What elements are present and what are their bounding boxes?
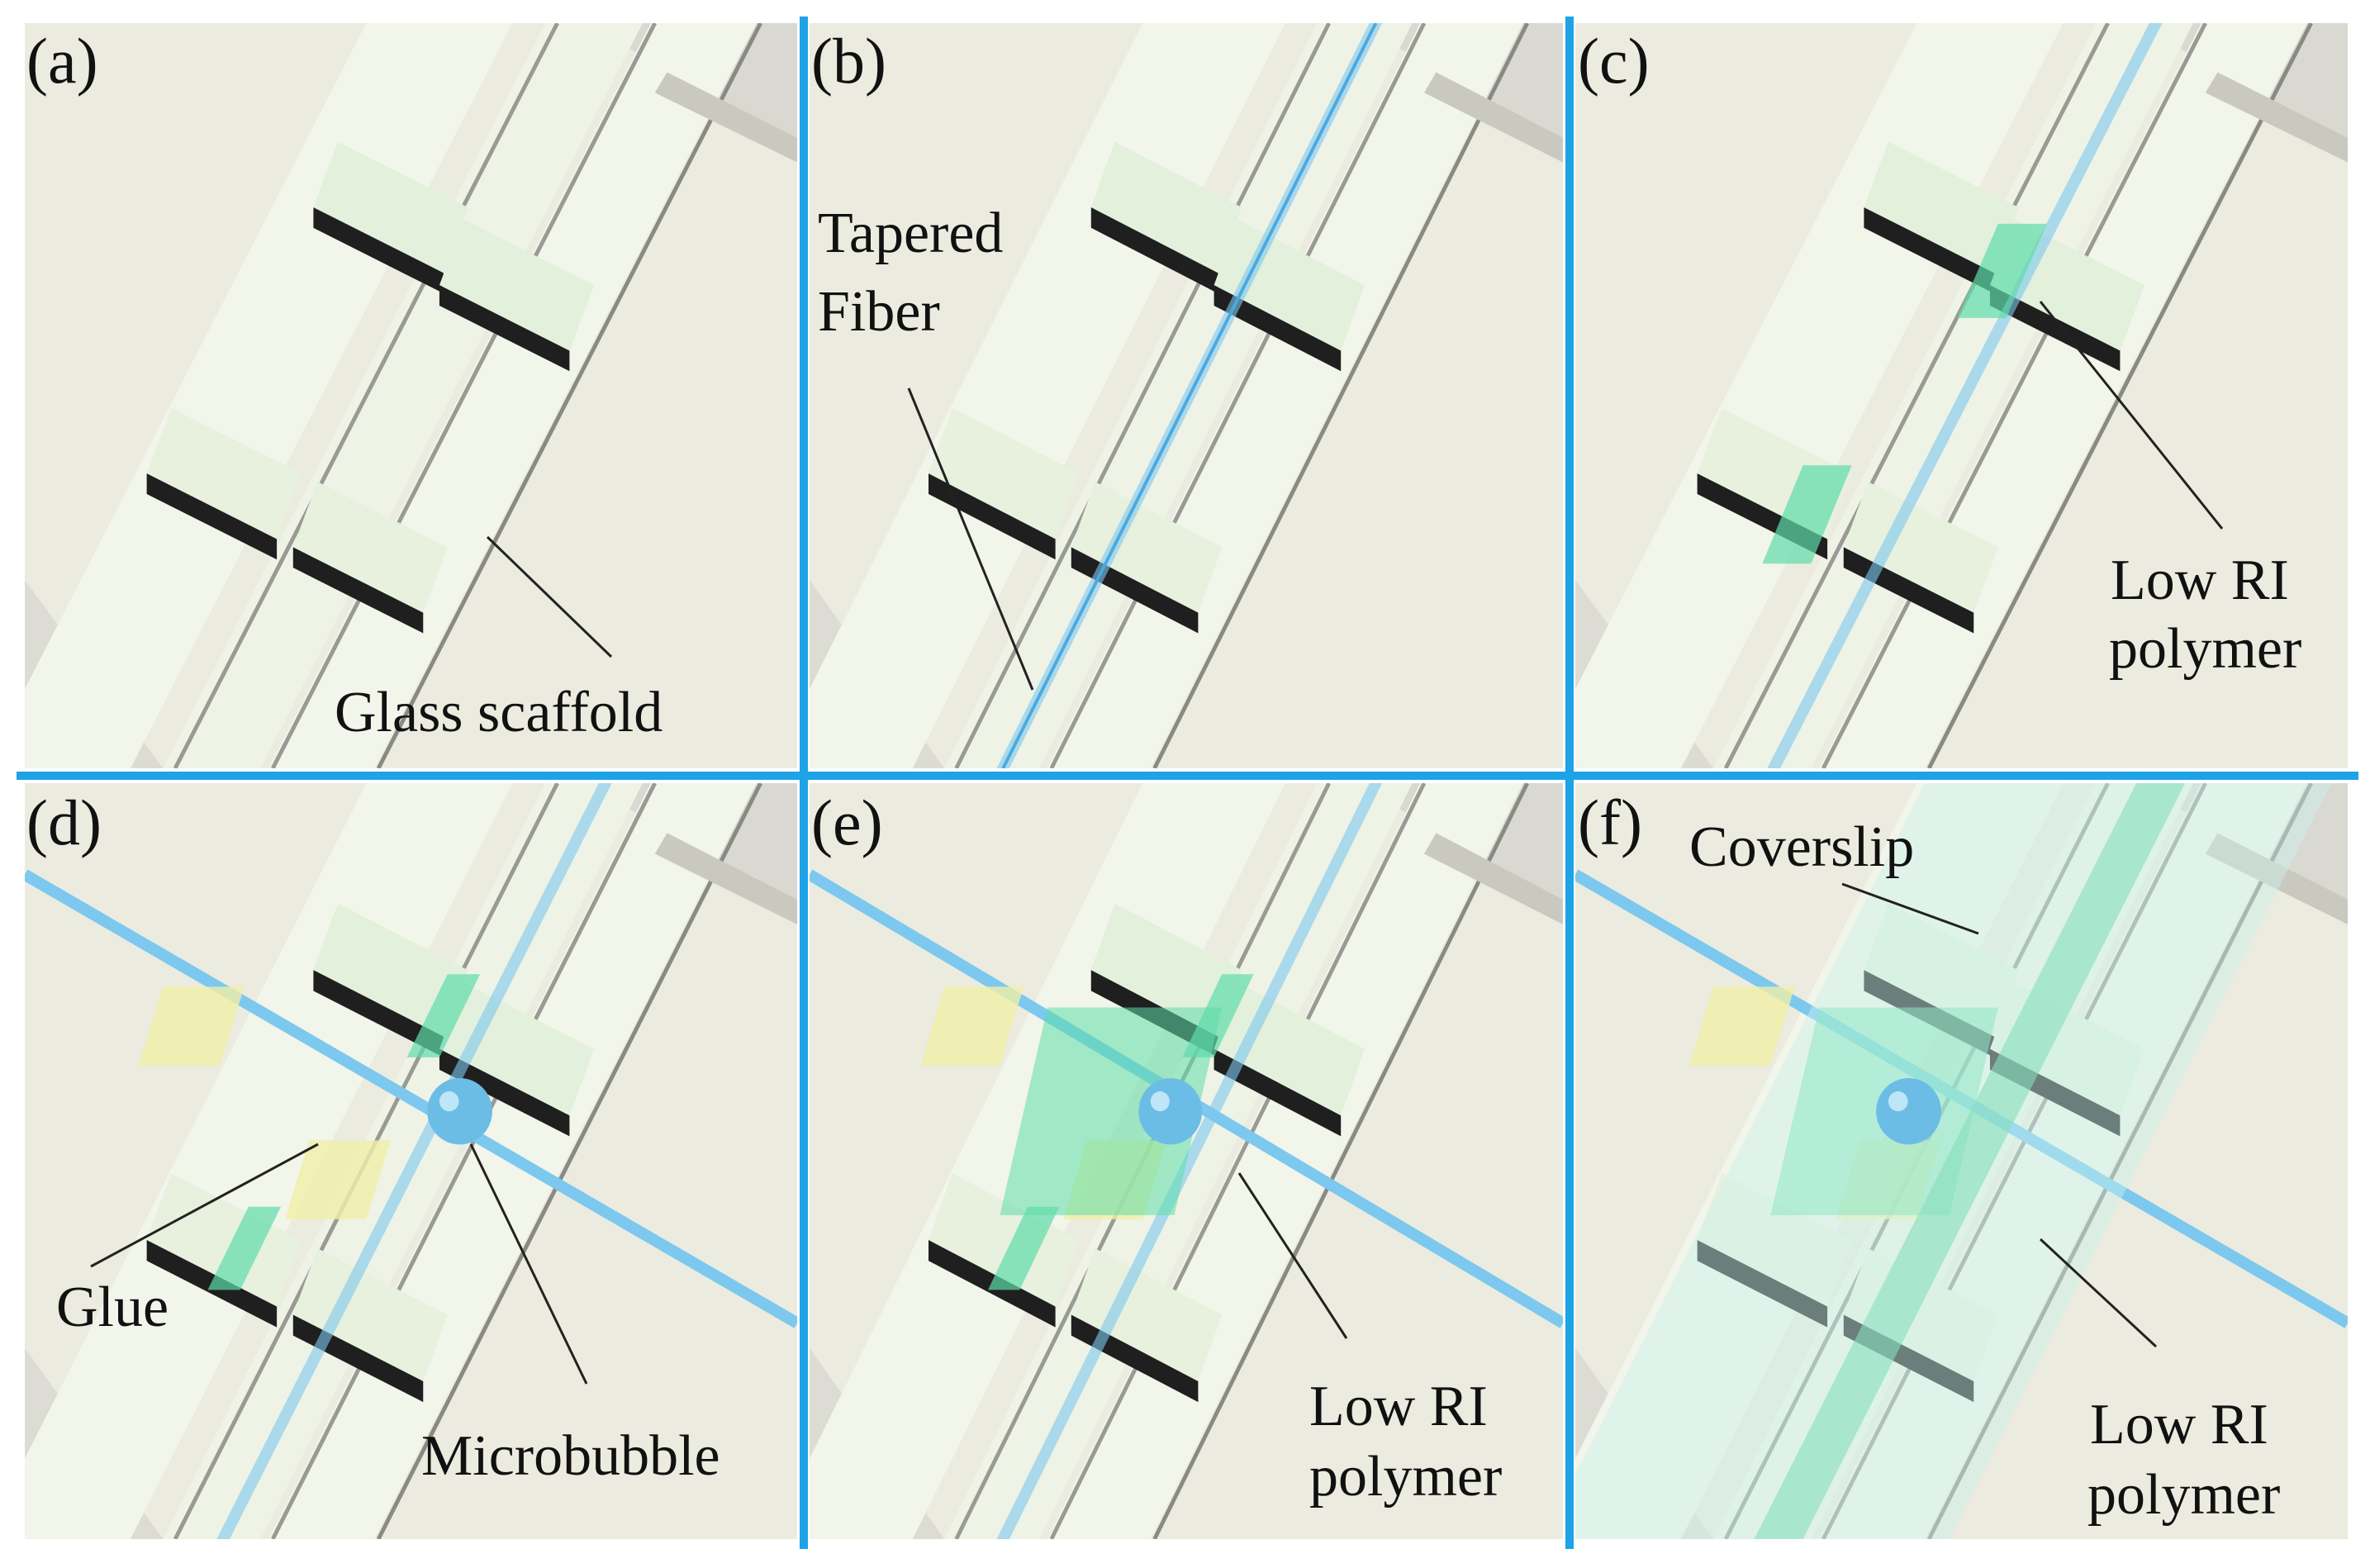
vertical-divider	[800, 17, 808, 1549]
pointer-line	[469, 1143, 588, 1385]
pointer-line	[90, 1143, 319, 1268]
glass-scaffold-label: Glass scaffold	[335, 681, 663, 744]
vertical-divider	[1565, 17, 1574, 1549]
panel-f-label: (f)	[1578, 786, 1642, 858]
panel-c-label: (c)	[1578, 25, 1650, 97]
panel-e: (e) Low RI polymer	[810, 783, 1563, 1539]
glue-label: Glue	[56, 1276, 169, 1339]
fiber-label: Fiber	[818, 280, 940, 344]
panel-d-label: (d)	[26, 786, 102, 858]
polymer-label: polymer	[1309, 1445, 1502, 1509]
panel-a-label: (a)	[26, 25, 98, 97]
panel-b: (b) Tapered Fiber	[770, 23, 1563, 768]
pointer-line	[2039, 301, 2224, 530]
horizontal-divider	[17, 772, 2358, 780]
panel-b-label: (b)	[811, 25, 886, 97]
panel-e-label: (e)	[811, 786, 883, 858]
panel-d: (d) Glue Microbubble	[25, 783, 797, 1539]
coverslip-label: Coverslip	[1689, 815, 1914, 879]
pointer-line	[486, 535, 613, 658]
pointer-line	[1841, 882, 1979, 935]
pointer-line	[2039, 1238, 2158, 1348]
polymer-label: polymer	[2109, 617, 2301, 681]
tapered-label: Tapered	[818, 202, 1003, 265]
low-ri-label: Low RI	[2090, 1393, 2268, 1456]
pointer-line	[1237, 1172, 1348, 1339]
pointer-line	[907, 387, 1034, 691]
low-ri-label: Low RI	[2111, 549, 2289, 612]
low-ri-label: Low RI	[1309, 1375, 1488, 1438]
microbubble-label: Microbubble	[421, 1424, 720, 1488]
panel-c: (c) Low RI polymer	[1535, 23, 2348, 768]
polymer-label: polymer	[2087, 1463, 2280, 1527]
panel-a: (a) Glass scaffold	[0, 23, 797, 768]
panel-f: (f) Coverslip Low RI polymer	[1575, 783, 2348, 1539]
